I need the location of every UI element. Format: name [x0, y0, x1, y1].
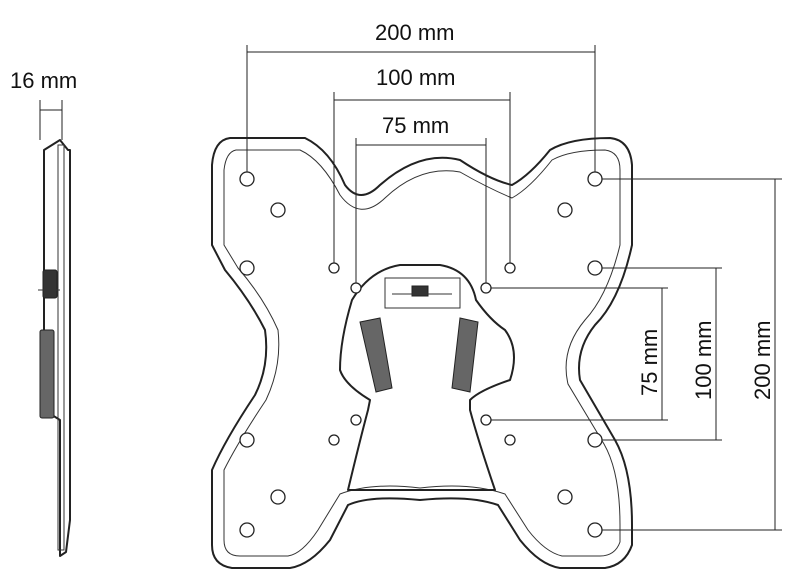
side-plate-edge: [57, 144, 65, 551]
mounting-hole-75-bottom-right: [480, 414, 492, 426]
right-hanging-hook: [451, 317, 479, 393]
front-plate-view: [211, 137, 633, 569]
left-hanging-hook: [359, 317, 393, 393]
side-thickness-label: 16 mm: [10, 68, 77, 93]
mounting-hole-mid-left: [239, 260, 255, 276]
center-cutout: [339, 264, 515, 491]
locking-latch-body: [384, 277, 461, 309]
mounting-hole-mid-right: [587, 260, 603, 276]
mounting-hole-200-bottom-right: [587, 522, 603, 538]
mounting-hole-low-right: [587, 432, 603, 448]
plate-outer-outline: [211, 137, 633, 569]
mounting-hole-75-bottom-left: [350, 414, 362, 426]
mounting-hole-200-bottom-left: [239, 522, 255, 538]
side-bracket-clamp: [42, 269, 58, 299]
top-100mm-label: 100 mm: [376, 65, 455, 90]
mounting-hole-75-top-left: [350, 282, 362, 294]
top-dimensions: 200 mm 100 mm 75 mm: [246, 20, 596, 283]
mounting-hole-lower-left: [270, 489, 286, 505]
mounting-hole-200-top-left: [239, 171, 255, 187]
mounting-hole-low-left: [239, 432, 255, 448]
plate-inner-outline: [223, 149, 621, 557]
top-75mm-label: 75 mm: [382, 113, 449, 138]
mounting-hole-200-top-right: [587, 171, 603, 187]
mounting-hole-75-top-right: [480, 282, 492, 294]
mounting-hole-lower-right: [557, 489, 573, 505]
side-profile-view: 16 mm: [10, 68, 77, 557]
locking-latch-screw: [411, 285, 429, 297]
right-100mm-label: 100 mm: [691, 321, 716, 400]
mounting-hole-100-top-left: [328, 262, 340, 274]
mounting-hole-upper-right: [557, 202, 573, 218]
mounting-hole-100-bottom-left: [328, 434, 340, 446]
right-75mm-label: 75 mm: [637, 329, 662, 396]
mounting-hole-100-top-right: [504, 262, 516, 274]
top-200mm-label: 200 mm: [375, 20, 454, 45]
right-dimensions: 200 mm 100 mm 75 mm: [491, 178, 782, 531]
mounting-hole-upper-left: [270, 202, 286, 218]
right-200mm-label: 200 mm: [750, 321, 775, 400]
side-bracket-arm: [39, 329, 55, 419]
mounting-hole-100-bottom-right: [504, 434, 516, 446]
